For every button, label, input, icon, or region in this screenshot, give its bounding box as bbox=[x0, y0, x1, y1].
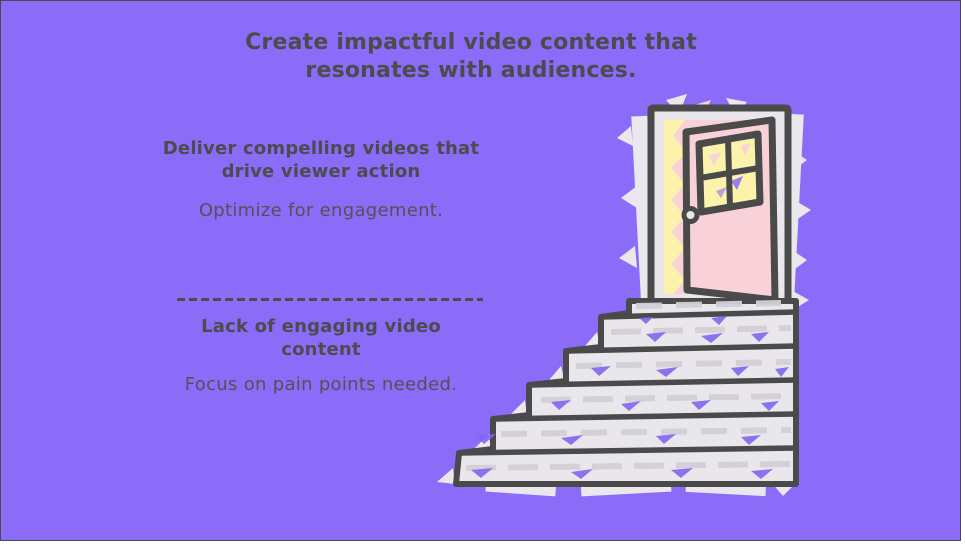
tread-shading bbox=[465, 300, 792, 471]
window-glint bbox=[741, 143, 751, 156]
dashed-divider bbox=[177, 298, 483, 301]
doorway-light bbox=[664, 120, 687, 294]
stairs-to-open-door-illustration bbox=[437, 94, 811, 497]
page-title: Create impactful video content that reso… bbox=[131, 29, 811, 85]
section-goal-heading-text: Deliver compelling videos that drive vie… bbox=[162, 138, 480, 182]
page-title-text: Create impactful video content that reso… bbox=[245, 30, 697, 84]
section-goal-body: Optimize for engagement. bbox=[198, 200, 444, 221]
open-door bbox=[681, 116, 779, 304]
tread-flecks bbox=[471, 316, 789, 479]
window-glint bbox=[731, 176, 743, 190]
section-goal-heading: Deliver compelling videos that drive vie… bbox=[141, 138, 501, 183]
section-problem-heading: Lack of engaging video content bbox=[141, 316, 501, 361]
window-mullion-horizontal bbox=[697, 165, 762, 181]
window-glint bbox=[709, 152, 721, 166]
section-problem-heading-text: Lack of engaging video content bbox=[201, 316, 441, 360]
section-problem-body: Focus on pain points needed. bbox=[184, 374, 458, 395]
step-edges bbox=[456, 309, 799, 456]
doorknob bbox=[681, 206, 700, 224]
window-glint bbox=[716, 187, 727, 198]
staircase bbox=[453, 298, 799, 487]
